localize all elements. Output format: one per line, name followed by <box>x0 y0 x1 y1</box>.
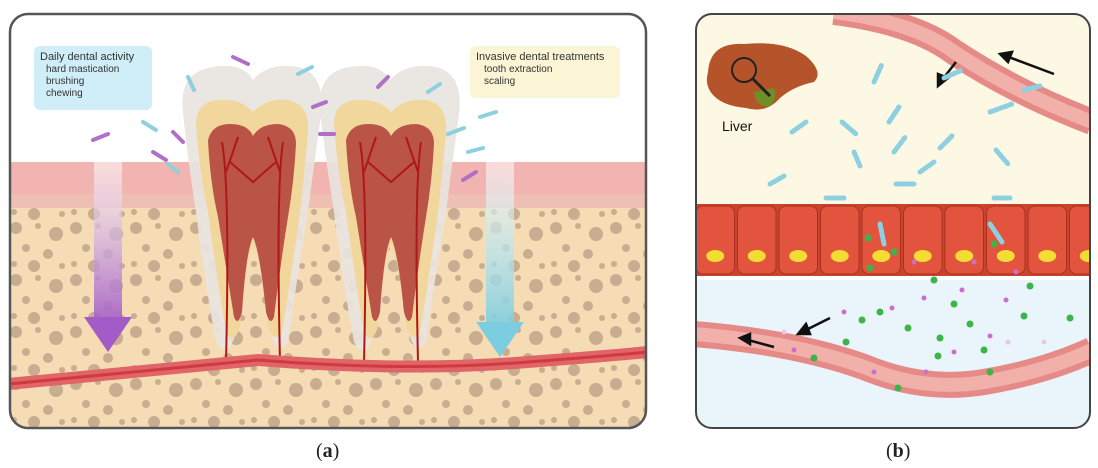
caption-b-letter: b <box>893 440 904 462</box>
daily-activity-box: Daily dental activity hard mastication b… <box>34 46 152 110</box>
cell-nucleus <box>1038 250 1056 262</box>
epithelial-cell-layer <box>694 204 1092 276</box>
epithelial-cell <box>738 206 777 274</box>
caption-a-letter: a <box>323 440 333 462</box>
epithelial-cell <box>1070 206 1093 274</box>
cell-nucleus <box>789 250 807 262</box>
epithelial-cell <box>821 206 860 274</box>
daily-activity-title: Daily dental activity <box>40 50 146 64</box>
caption-a: (a) <box>316 440 339 463</box>
caption-b-open: ( <box>886 440 893 462</box>
cell-nucleus <box>914 250 932 262</box>
epithelial-cell <box>1028 206 1067 274</box>
cell-nucleus <box>831 250 849 262</box>
caption-a-open: ( <box>316 440 323 462</box>
caption-b: (b) <box>886 440 910 463</box>
invasive-treatments-box: Invasive dental treatments tooth extract… <box>470 46 620 98</box>
epithelial-cell <box>779 206 818 274</box>
cell-nucleus <box>955 250 973 262</box>
invasive-treatments-item: scaling <box>476 76 614 88</box>
caption-a-close: ) <box>333 440 340 462</box>
daily-activity-item: brushing <box>40 76 146 88</box>
daily-activity-item: chewing <box>40 88 146 100</box>
daily-activity-item: hard mastication <box>40 64 146 76</box>
cell-nucleus <box>706 250 724 262</box>
cell-nucleus <box>997 250 1015 262</box>
caption-b-close: ) <box>904 440 911 462</box>
invasive-treatments-title: Invasive dental treatments <box>476 50 614 64</box>
epithelial-cell <box>945 206 984 274</box>
epithelial-cell <box>904 206 943 274</box>
epithelial-cell <box>696 206 735 274</box>
cell-nucleus <box>748 250 766 262</box>
epithelial-cell <box>987 206 1026 274</box>
invasive-treatments-item: tooth extraction <box>476 64 614 76</box>
panel-b-diagram <box>694 12 1092 432</box>
liver-label: Liver <box>722 118 752 134</box>
cell-nucleus <box>872 250 890 262</box>
